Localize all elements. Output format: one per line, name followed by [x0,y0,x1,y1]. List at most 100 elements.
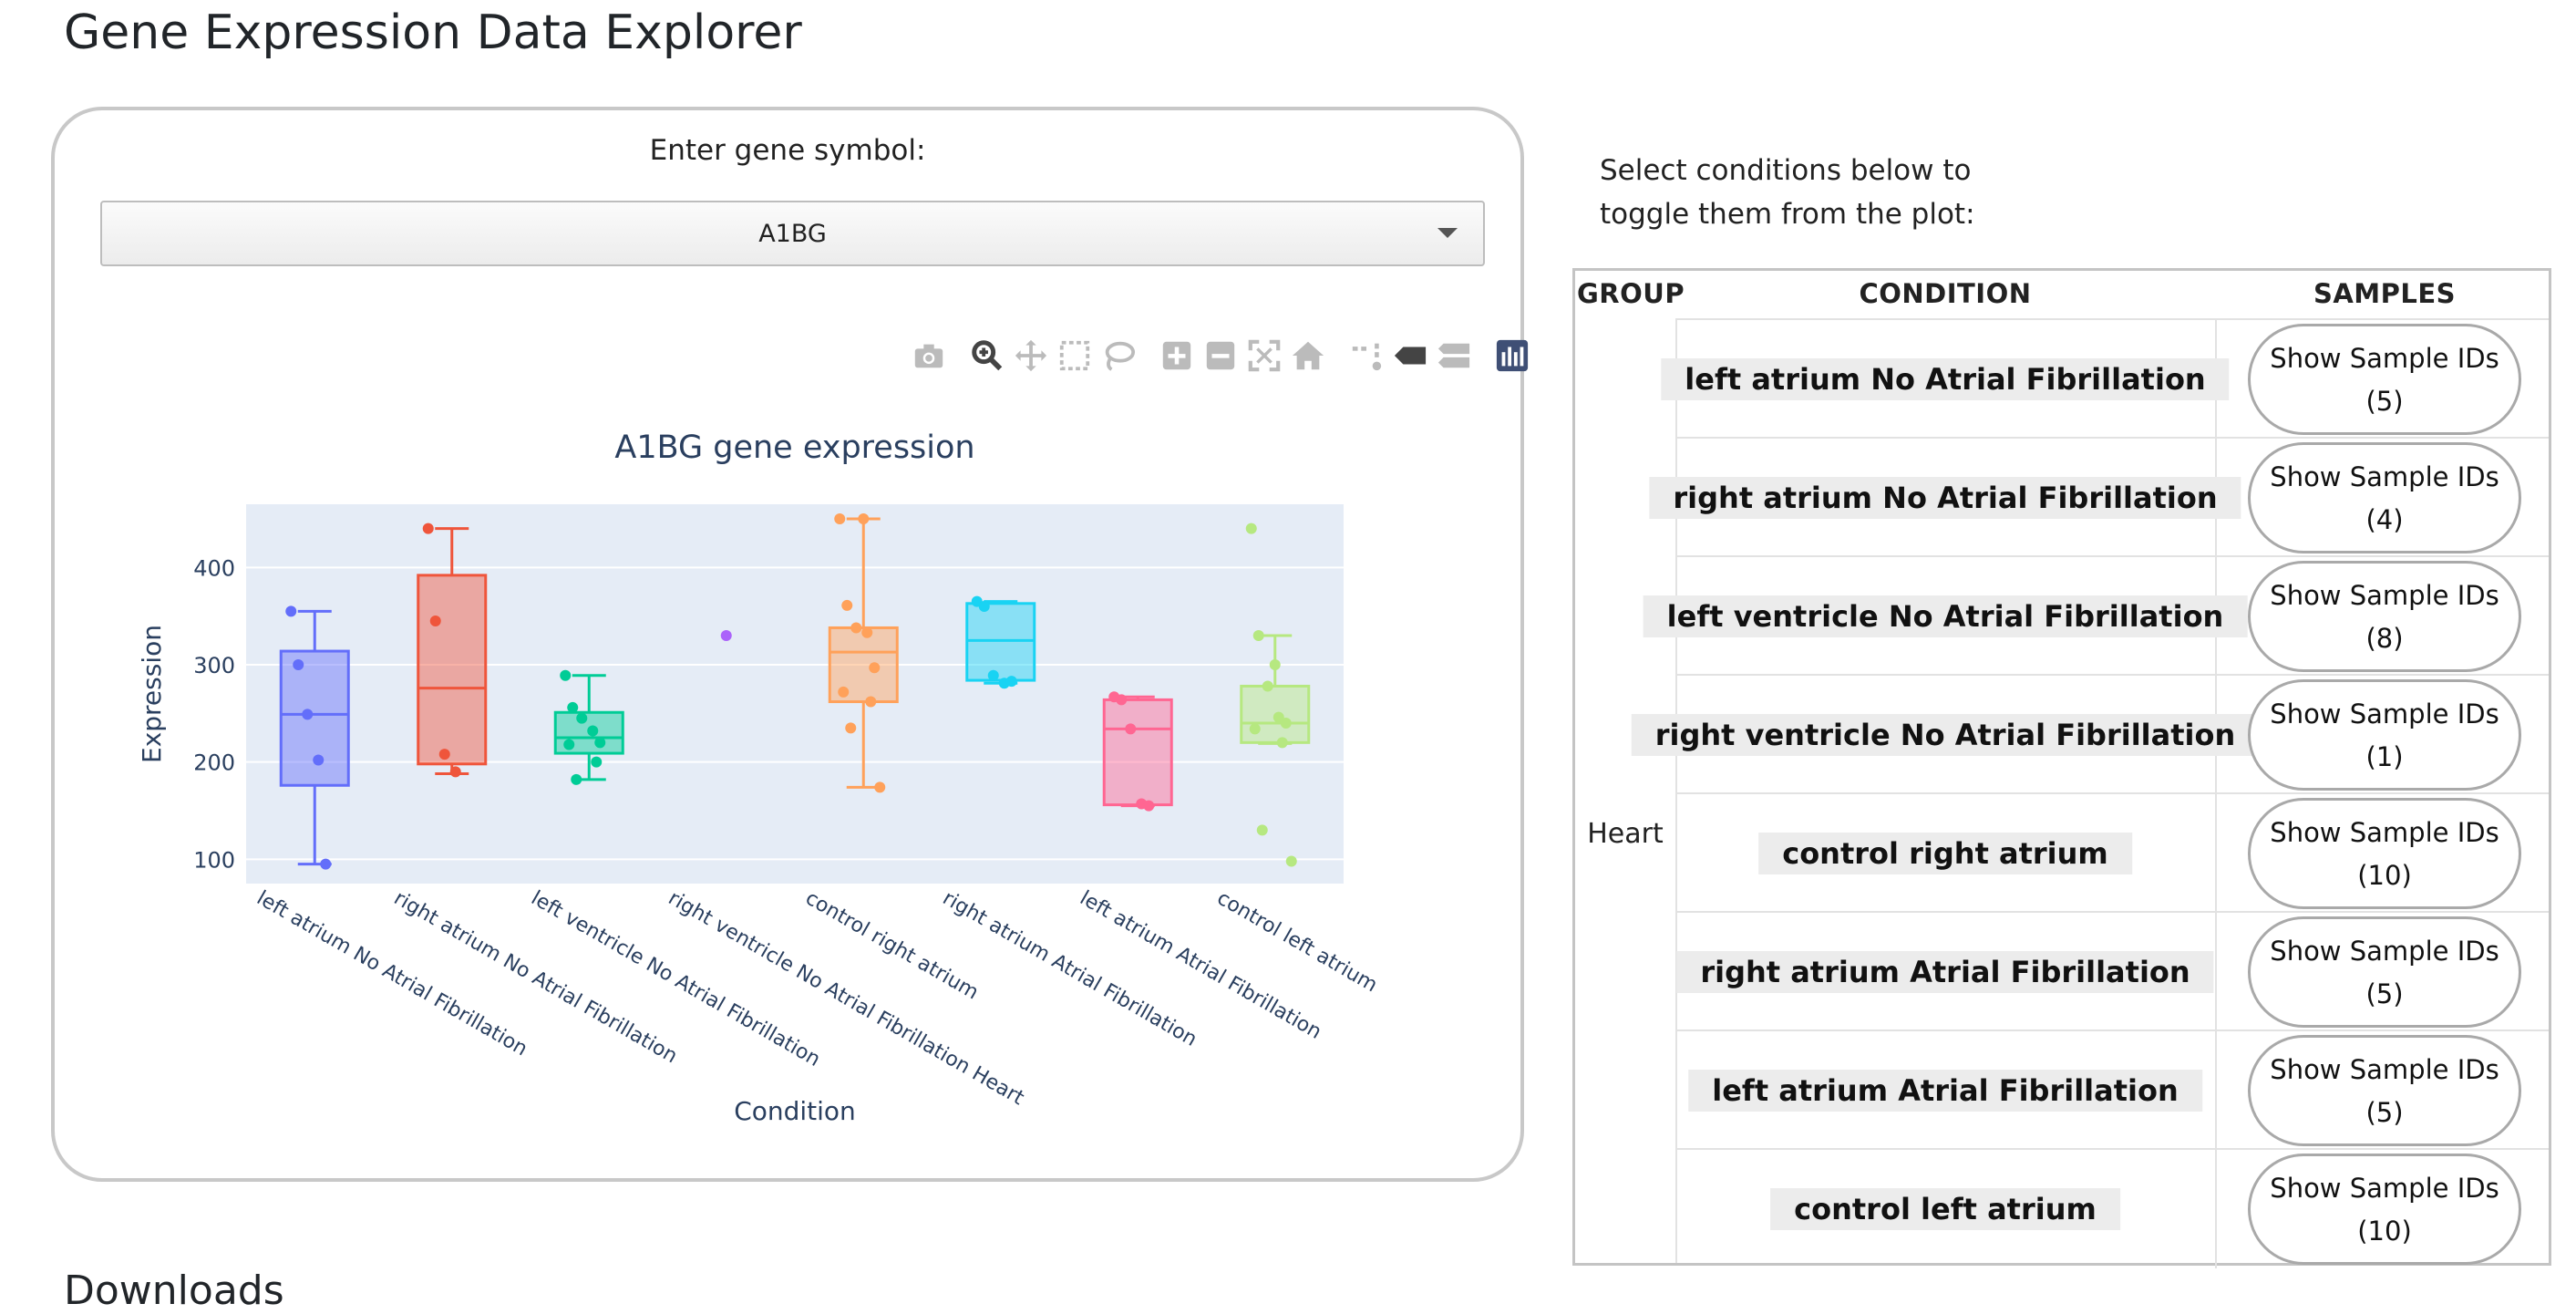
plotly-logo-icon[interactable] [1495,338,1530,373]
condition-row: right atrium Atrial Fibrillation Show Sa… [1675,911,2549,1031]
hover-closest-icon[interactable] [1393,338,1427,373]
group-cell: Heart [1575,318,1677,1263]
show-sample-ids-button[interactable]: Show Sample IDs(5) [2248,916,2521,1028]
condition-toggle[interactable]: left atrium Atrial Fibrillation [1688,1070,2202,1112]
data-point [594,737,606,749]
samples-header: SAMPLES [2313,278,2457,309]
y-tick-label: 400 [193,555,235,581]
condition-toggle[interactable]: control left atrium [1770,1188,2120,1230]
data-point [987,669,999,681]
data-point [978,601,990,612]
condition-toggle[interactable]: right ventricle No Atrial Fibrillation [1631,714,2260,756]
condition-cell: right atrium No Atrial Fibrillation [1649,439,2241,557]
data-point [834,513,846,524]
data-point [720,630,732,641]
data-point [320,858,332,870]
data-point [591,756,603,768]
condition-toggle[interactable]: right atrium No Atrial Fibrillation [1649,477,2241,519]
data-point [845,722,857,734]
data-point [1256,824,1268,836]
show-sample-ids-button[interactable]: Show Sample IDs(5) [2248,324,2521,435]
data-point [285,605,297,617]
data-point [1245,522,1257,534]
condition-cell: left ventricle No Atrial Fibrillation [1643,557,2248,676]
show-sample-ids-button[interactable]: Show Sample IDs(8) [2248,561,2521,672]
condition-toggle[interactable]: left ventricle No Atrial Fibrillation [1643,595,2248,637]
data-point [571,773,582,785]
data-point [563,739,575,750]
condition-cell: right ventricle No Atrial Fibrillation [1631,676,2260,794]
y-tick-label: 300 [193,653,235,678]
x-axis-title: Condition [734,1096,856,1126]
group-header: GROUP [1577,278,1685,309]
show-sample-ids-button[interactable]: Show Sample IDs(5) [2248,1035,2521,1146]
zoom-icon[interactable] [970,338,1005,373]
data-point [841,599,853,611]
reset-axes-icon[interactable] [1291,338,1325,373]
gene-select-value: A1BG [758,220,827,248]
downloads-heading: Downloads [64,1267,284,1314]
condition-cell: right atrium Atrial Fibrillation [1675,913,2217,1031]
condition-cell: control left atrium [1675,1150,2217,1268]
y-axis-title: Expression [137,625,167,763]
data-point [869,662,881,674]
conditions-hint: Select conditions below to toggle them f… [1600,154,1975,231]
plot-card: Enter gene symbol: A1BG [51,107,1529,1182]
condition-toggle[interactable]: control right atrium [1758,833,2132,874]
data-point [874,781,886,793]
plot-area [246,504,1344,884]
lasso-icon[interactable] [1101,338,1136,373]
box-select-icon[interactable] [1057,338,1092,373]
spike-lines-icon[interactable] [1349,338,1384,373]
chart-title: A1BG gene expression [614,429,974,466]
data-point [858,513,870,524]
data-point [560,669,572,681]
x-tick-label: right atrium No Atrial Fibrillation [390,887,681,1069]
box-body [279,649,350,787]
data-point [567,701,579,713]
condition-toggle[interactable]: right atrium Atrial Fibrillation [1676,951,2214,993]
condition-cell: left atrium No Atrial Fibrillation [1661,320,2230,439]
data-point [1125,723,1137,735]
x-tick-label: left ventricle No Atrial Fibrillation [527,887,824,1072]
x-tick-label: right atrium Atrial Fibrillation [939,887,1200,1051]
data-point [1269,659,1281,670]
condition-cell: left atrium Atrial Fibrillation [1675,1031,2217,1150]
data-point [1280,718,1292,729]
data-point [861,626,873,638]
box-body [1102,698,1173,807]
show-sample-ids-button[interactable]: Show Sample IDs(10) [2248,1154,2521,1265]
data-point [576,712,588,724]
data-point [1276,737,1288,749]
gene-select-label: Enter gene symbol: [649,134,926,167]
condition-header: CONDITION [1859,278,2032,309]
gene-select-dropdown[interactable]: A1BG [100,201,1485,266]
autoscale-icon[interactable] [1247,338,1282,373]
hover-compare-icon[interactable] [1437,338,1471,373]
pan-icon[interactable] [1014,338,1048,373]
condition-row: left atrium Atrial Fibrillation Show Sam… [1675,1029,2549,1150]
chevron-down-icon[interactable] [1437,228,1458,238]
data-point [313,754,325,766]
condition-row: right ventricle No Atrial Fibrillation S… [1631,674,2549,794]
data-point [587,725,599,737]
zoom-out-icon[interactable] [1203,338,1238,373]
box-body [417,574,488,766]
show-sample-ids-button[interactable]: Show Sample IDs(10) [2248,798,2521,909]
show-sample-ids-button[interactable]: Show Sample IDs(4) [2248,442,2521,554]
zoom-in-icon[interactable] [1159,338,1194,373]
condition-row: left atrium No Atrial Fibrillation Show … [1661,318,2549,439]
condition-row: control left atrium Show Sample IDs(10) [1675,1148,2549,1268]
data-point [1273,711,1284,723]
conditions-table: GROUP CONDITION SAMPLES Heart left atriu… [1572,268,2551,1268]
show-sample-ids-button[interactable]: Show Sample IDs(1) [2248,679,2521,791]
data-point [422,522,434,534]
data-point [438,749,450,760]
data-point [293,659,304,670]
camera-icon[interactable] [912,338,946,373]
plot-modebar [857,338,1531,378]
x-tick-label: left atrium Atrial Fibrillation [1076,887,1325,1044]
box-body [965,602,1036,682]
condition-toggle[interactable]: left atrium No Atrial Fibrillation [1661,358,2230,400]
